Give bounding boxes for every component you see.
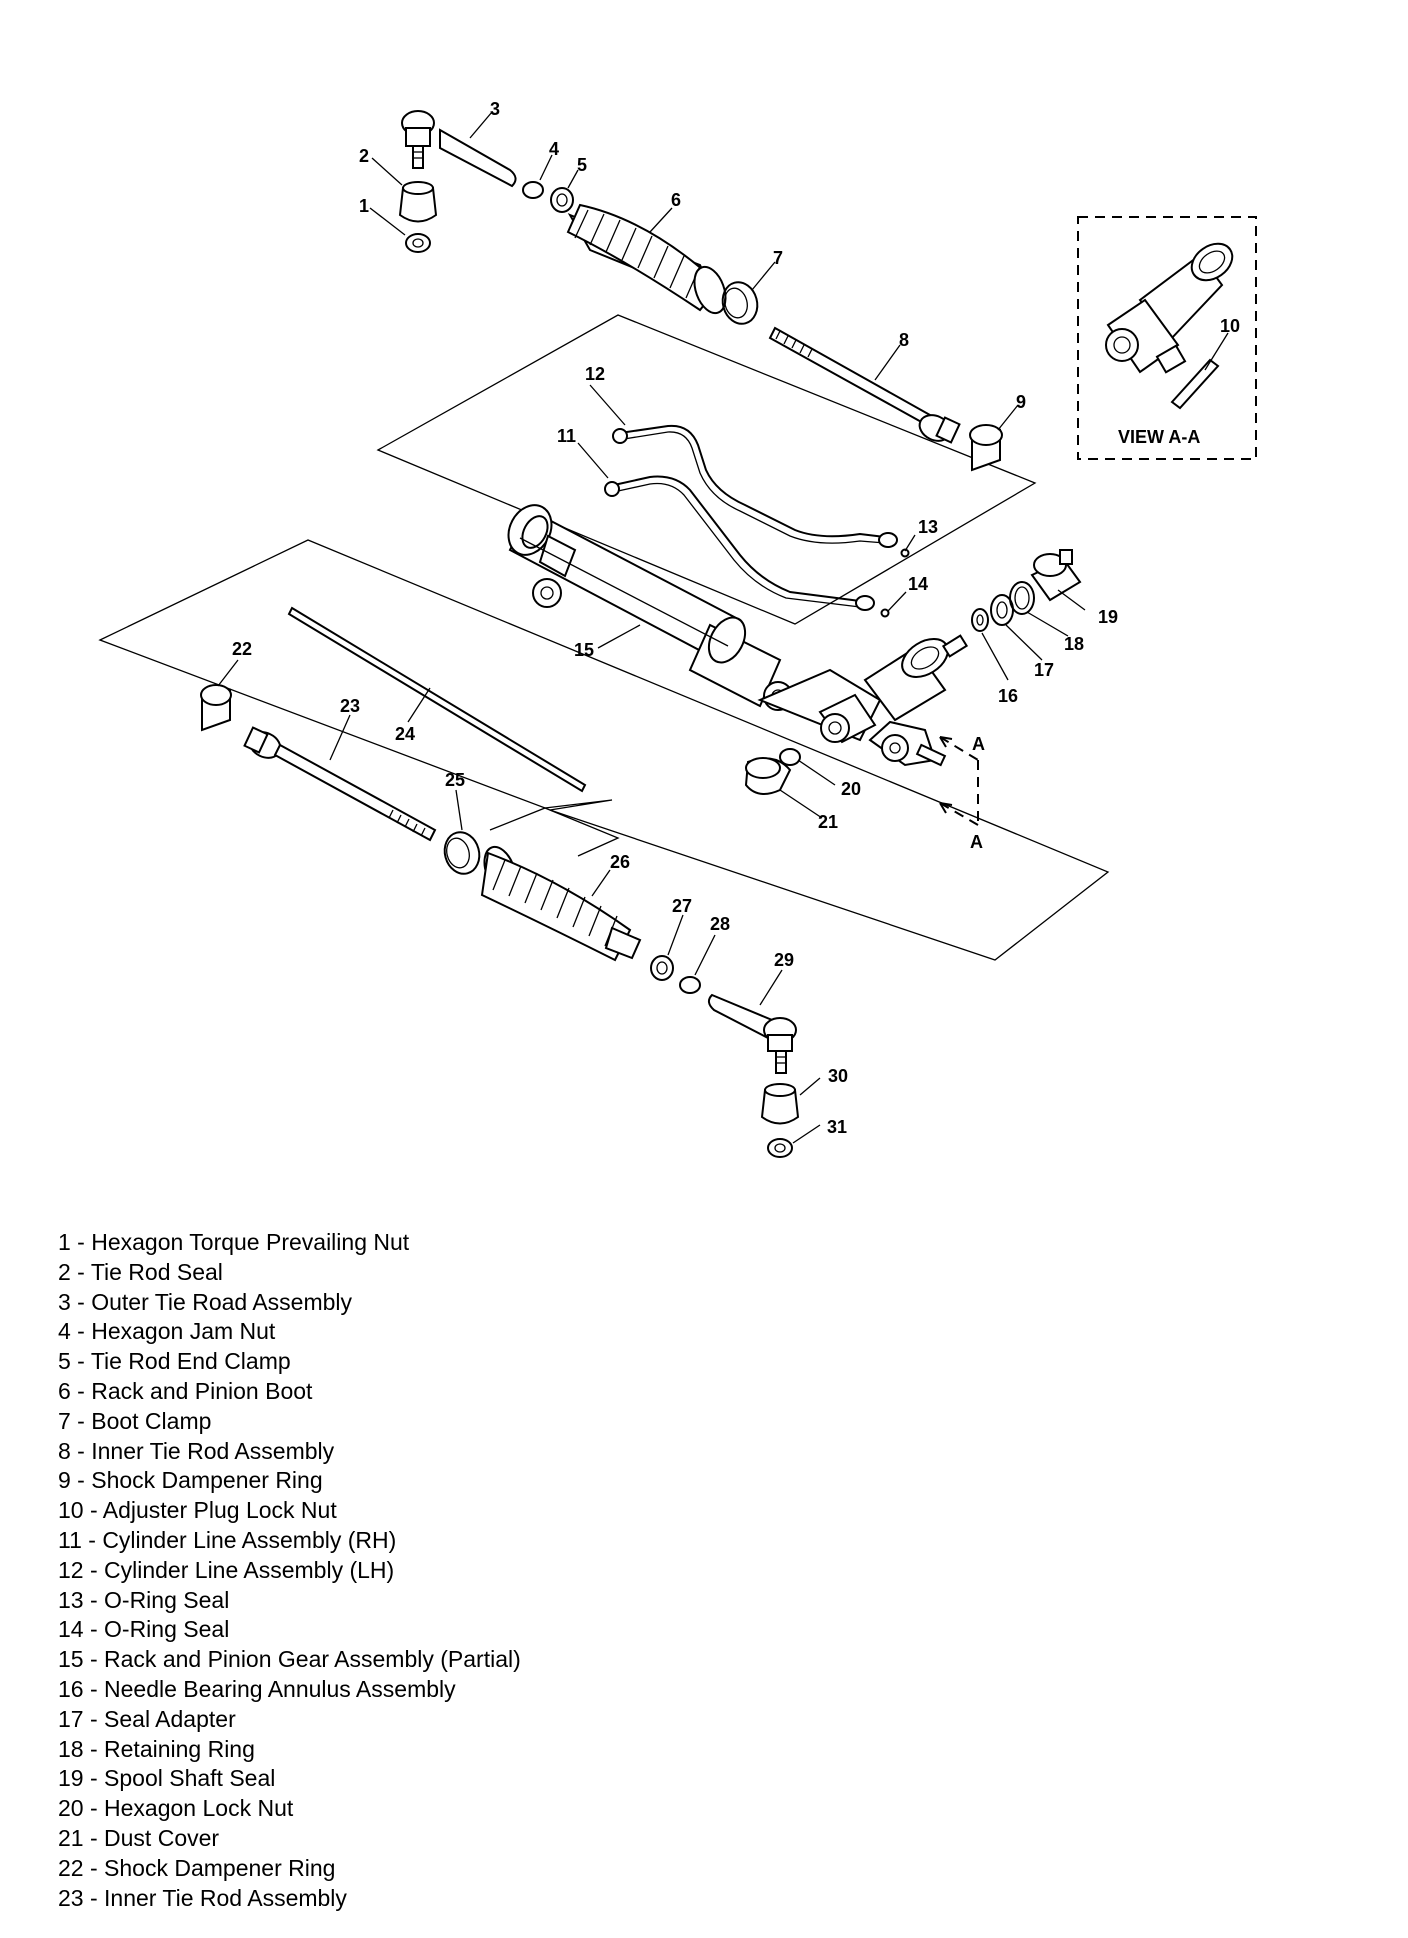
legend-item: 2 - Tie Rod Seal	[58, 1258, 223, 1285]
dust-cover	[744, 757, 792, 795]
callout-2: 2	[359, 146, 369, 166]
callout-6: 6	[671, 190, 681, 210]
legend-item: 17 - Seal Adapter	[58, 1705, 236, 1732]
callout-28: 28	[710, 914, 730, 934]
rack-and-pinion-boot-lower	[480, 845, 642, 962]
legend-item: 16 - Needle Bearing Annulus Assembly	[58, 1675, 456, 1702]
callout-29: 29	[774, 950, 794, 970]
legend-item: 14 - O-Ring Seal	[58, 1616, 230, 1643]
view-a-a-label: VIEW A-A	[1118, 427, 1200, 447]
callout-4: 4	[549, 139, 559, 159]
adjuster-plug-lock-nut	[1170, 358, 1220, 410]
retaining-ring	[1009, 581, 1035, 615]
hexagon-lock-nut	[779, 748, 801, 766]
legend-item: 5 - Tie Rod End Clamp	[58, 1348, 291, 1375]
tie-rod-seal-lower	[760, 1083, 800, 1125]
spool-shaft-seal	[1030, 549, 1082, 602]
rack-and-pinion-gear-assembly	[507, 504, 969, 767]
callout-26: 26	[610, 852, 630, 872]
o-ring-seal-14	[880, 608, 890, 618]
hexagon-torque-prevailing-nut	[405, 233, 431, 253]
callout-25: 25	[445, 770, 465, 790]
section-a-arrows	[939, 736, 979, 826]
legend-item: 1 - Hexagon Torque Prevailing Nut	[58, 1229, 410, 1255]
callout-17: 17	[1034, 660, 1054, 680]
callout-30: 30	[828, 1066, 848, 1086]
legend-item: 20 - Hexagon Lock Nut	[58, 1795, 294, 1822]
legend-item: 22 - Shock Dampener Ring	[58, 1854, 336, 1881]
hexagon-torque-prevailing-nut-lower	[767, 1138, 793, 1158]
leader-lines	[217, 111, 1229, 1144]
legend-item: 15 - Rack and Pinion Gear Assembly (Part…	[58, 1646, 521, 1673]
legend-item: 10 - Adjuster Plug Lock Nut	[58, 1497, 337, 1524]
lower-group-outline	[98, 539, 1110, 961]
legend-item: 13 - O-Ring Seal	[58, 1586, 230, 1613]
hexagon-jam-nut-lower	[679, 976, 701, 994]
inner-tie-rod-assembly-upper	[768, 326, 961, 444]
callout-31: 31	[827, 1117, 847, 1137]
callout-13: 13	[918, 517, 938, 537]
shock-dampener-ring-lower	[200, 684, 232, 732]
rack-and-pinion-boot-upper	[566, 203, 727, 315]
legend-item: 8 - Inner Tie Rod Assembly	[58, 1437, 335, 1464]
tie-rod-end-clamp-lower	[650, 955, 674, 981]
callout-16: 16	[998, 686, 1018, 706]
boot-clamp-lower	[443, 831, 481, 875]
legend-item: 3 - Outer Tie Road Assembly	[58, 1288, 353, 1315]
callout-14: 14	[908, 574, 928, 594]
legend-item: 7 - Boot Clamp	[58, 1407, 212, 1434]
legend-item: 4 - Hexagon Jam Nut	[58, 1318, 276, 1345]
callout-12: 12	[585, 364, 605, 384]
needle-bearing-annulus	[971, 608, 989, 632]
callout-15: 15	[574, 640, 594, 660]
cylinder-line-lh	[612, 424, 898, 548]
o-ring-seal-13	[900, 548, 910, 558]
shock-dampener-ring-upper	[969, 424, 1003, 472]
legend-item: 23 - Inner Tie Rod Assembly	[58, 1884, 347, 1911]
callout-11: 11	[557, 426, 576, 446]
hexagon-jam-nut	[522, 181, 544, 199]
callout-8: 8	[899, 330, 909, 350]
outer-tie-rod-assembly	[401, 110, 543, 194]
exploded-diagram: 1 2 3 4 5 6 7 8 9 10 11 12 13 14 15 16 1…	[98, 99, 1257, 1158]
boot-clamp-upper	[721, 281, 759, 325]
callout-22: 22	[232, 639, 252, 659]
callout-labels: 1 2 3 4 5 6 7 8 9 10 11 12 13 14 15 16 1…	[232, 99, 1240, 1137]
callout-1: 1	[359, 196, 369, 216]
view-a-a-pinion-housing	[1105, 242, 1234, 374]
callout-10: 10	[1220, 316, 1240, 336]
inner-tie-rod-assembly-lower	[243, 726, 437, 842]
callout-7: 7	[773, 248, 783, 268]
callout-9: 9	[1016, 392, 1026, 412]
callout-19: 19	[1098, 607, 1118, 627]
tie-rod-seal	[398, 181, 438, 223]
tie-rod-end-clamp	[550, 187, 574, 213]
section-marker-lower: A	[970, 832, 983, 852]
callout-24: 24	[395, 724, 415, 744]
callout-3: 3	[490, 99, 500, 119]
rack	[287, 606, 587, 793]
outer-tie-rod-assembly-lower	[708, 993, 797, 1074]
legend-item: 9 - Shock Dampener Ring	[58, 1467, 323, 1494]
cylinder-lines-group-outline	[376, 314, 1037, 625]
legend-item: 19 - Spool Shaft Seal	[58, 1765, 276, 1792]
section-marker-upper: A	[972, 734, 985, 754]
callout-20: 20	[841, 779, 861, 799]
legend-item: 12 - Cylinder Line Assembly (LH)	[58, 1556, 395, 1583]
lower-group-outline-step	[489, 807, 620, 857]
callout-21: 21	[818, 812, 838, 832]
legend-item: 11 - Cylinder Line Assembly (RH)	[58, 1526, 397, 1553]
legend-item: 21 - Dust Cover	[58, 1824, 220, 1851]
cylinder-line-rh	[604, 475, 875, 611]
legend-item: 6 - Rack and Pinion Boot	[58, 1377, 313, 1404]
callout-18: 18	[1064, 634, 1084, 654]
callout-23: 23	[340, 696, 360, 716]
legend-item: 18 - Retaining Ring	[58, 1735, 255, 1762]
parts-legend: 1 - Hexagon Torque Prevailing Nut 2 - Ti…	[58, 1228, 521, 1913]
callout-27: 27	[672, 896, 692, 916]
callout-5: 5	[577, 155, 587, 175]
view-a-a-box	[1077, 216, 1257, 460]
